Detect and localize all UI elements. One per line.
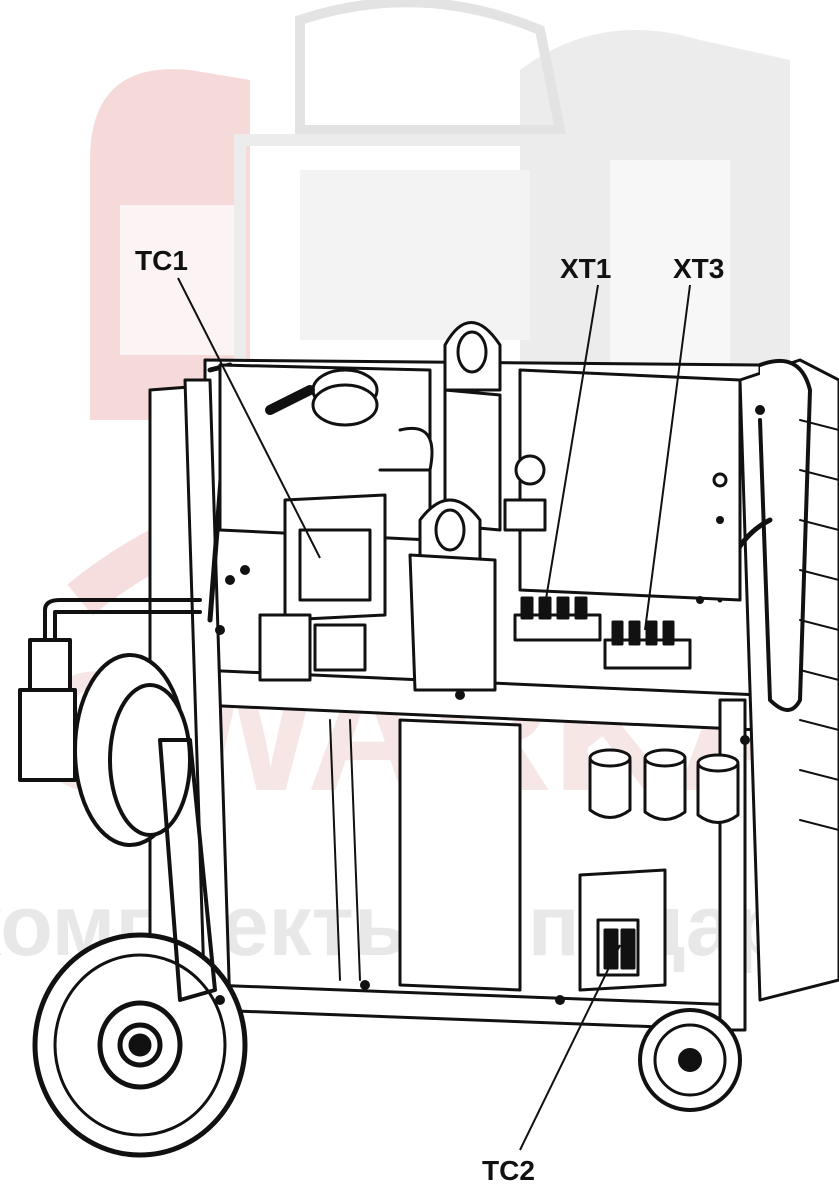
tc1-transformer (258, 493, 387, 682)
xt3-leader-line (644, 284, 691, 631)
inductor-coil (329, 718, 522, 992)
control-box (503, 368, 742, 602)
capacitors (588, 748, 740, 824)
left-leg (158, 738, 217, 1002)
tc2-leader-line (519, 944, 621, 1151)
xt1-label: XT1 (560, 253, 611, 284)
tc2-module (578, 868, 667, 992)
xt1-terminal-block (513, 596, 602, 642)
xt3-terminal-block (603, 620, 692, 670)
fasteners (215, 405, 765, 1005)
rear-wheel-upper (73, 653, 192, 847)
lifting-eyes (408, 321, 502, 692)
tc2-label: TC2 (482, 1155, 535, 1186)
leader-lines (177, 277, 691, 1151)
xt1-leader-line (544, 284, 599, 606)
caster-wheel (638, 1008, 742, 1112)
power-cable (18, 598, 202, 782)
xt3-label: XT3 (673, 253, 724, 284)
tc1-label: TC1 (135, 245, 188, 276)
tc1-leader-line (177, 277, 321, 559)
